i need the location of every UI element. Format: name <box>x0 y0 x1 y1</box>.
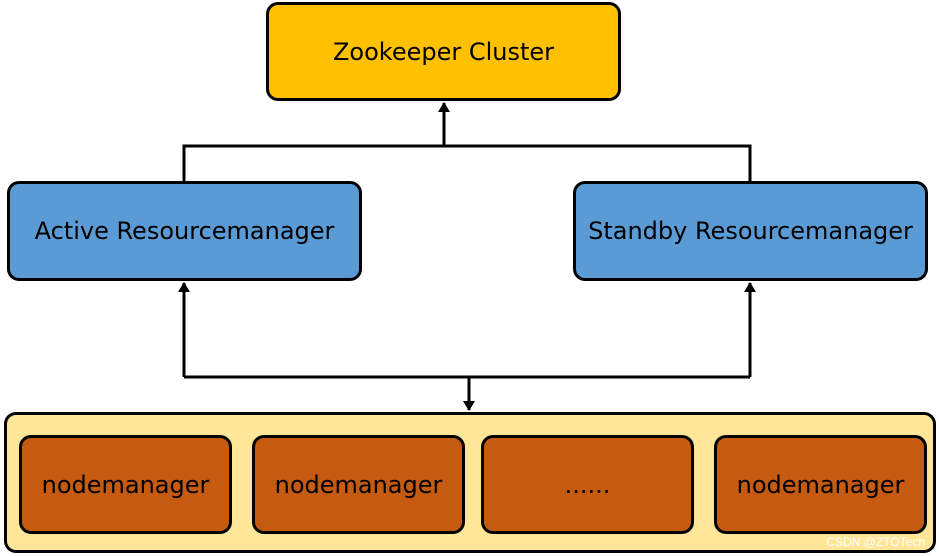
watermark-text: CSDN @ZTOTech <box>826 535 925 549</box>
nodemanager-ellipsis-box: ...... <box>481 435 694 534</box>
nodemanager-label: nodemanager <box>41 470 210 499</box>
nodemanager-label: nodemanager <box>736 470 905 499</box>
rm-to-zookeeper-line <box>182 144 752 181</box>
standby-resourcemanager-label: Standby Resourcemanager <box>588 217 913 245</box>
nodemanager-ellipsis-label: ...... <box>564 470 611 499</box>
zookeeper-cluster-box: Zookeeper Cluster <box>266 2 621 101</box>
nodemanager-box: nodemanager <box>252 435 465 534</box>
nodemanager-box: nodemanager <box>19 435 232 534</box>
active-resourcemanager-box: Active Resourcemanager <box>7 181 362 281</box>
zookeeper-cluster-label: Zookeeper Cluster <box>332 37 555 66</box>
active-resourcemanager-label: Active Resourcemanager <box>34 217 335 245</box>
nodemanager-label: nodemanager <box>274 470 443 499</box>
standby-resourcemanager-box: Standby Resourcemanager <box>573 181 928 281</box>
nodemanager-box: nodemanager <box>714 435 927 534</box>
